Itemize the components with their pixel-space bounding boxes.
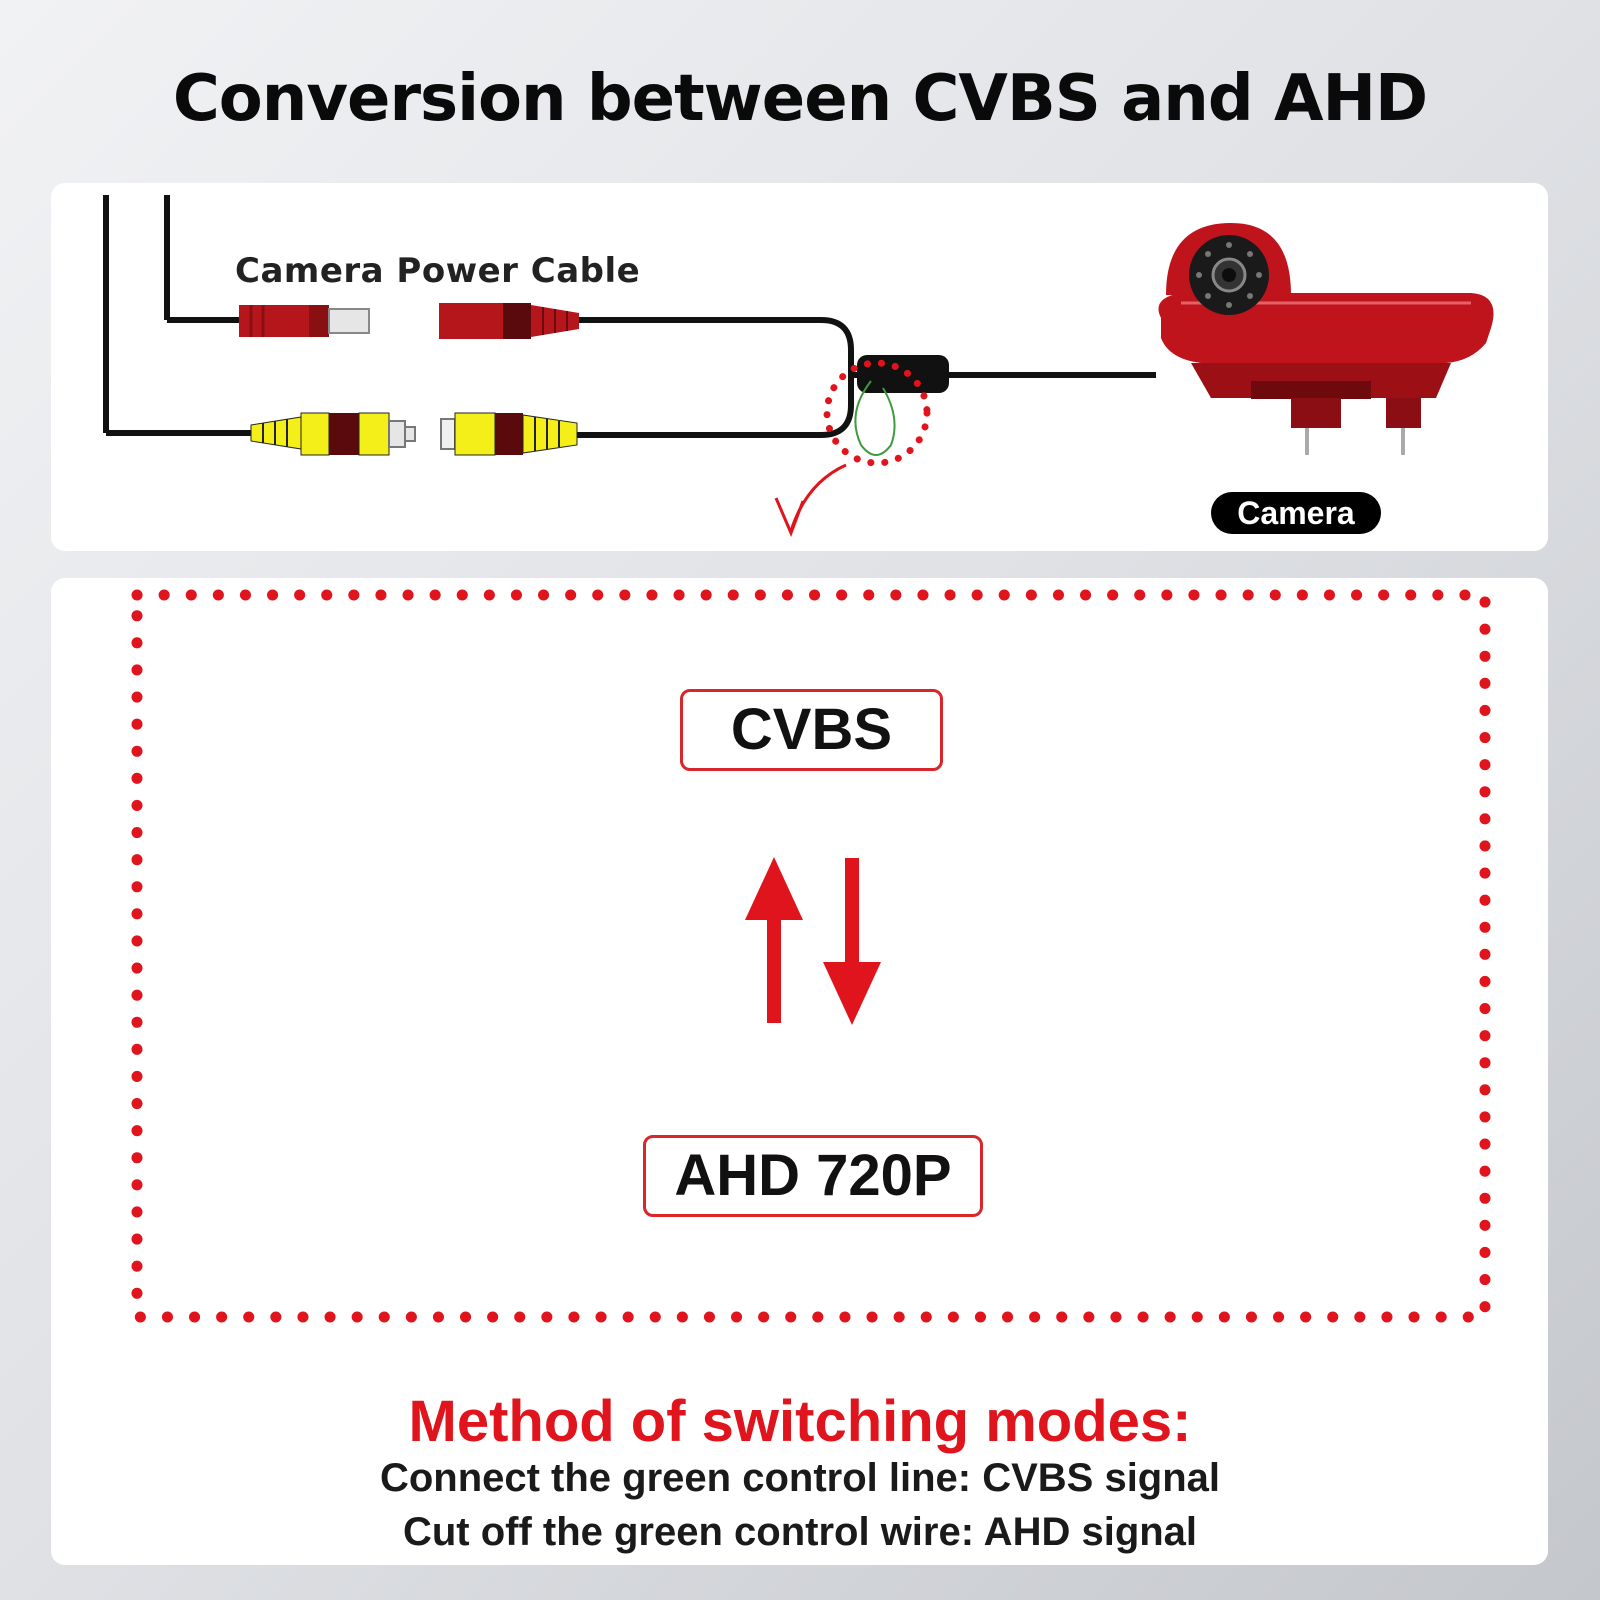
rca-connector-left xyxy=(250,412,416,456)
method-line-cut: Cut off the green control wire: AHD sign… xyxy=(402,1510,1198,1554)
camera-unit xyxy=(1158,223,1494,455)
mode-cvbs-box: CVBS xyxy=(680,689,943,771)
wiring-diagram xyxy=(103,195,1494,538)
rca-connector-right xyxy=(440,412,578,456)
power-connector-right xyxy=(439,303,579,339)
up-arrow xyxy=(745,857,803,1023)
mode-ahd-box: AHD 720P xyxy=(643,1135,983,1217)
down-arrow xyxy=(823,858,881,1025)
page-title: Conversion between CVBS and AHD xyxy=(172,62,1428,136)
camera-power-cable-label: Camera Power Cable xyxy=(235,251,641,291)
power-connector-left xyxy=(239,305,370,337)
wiring-diagram-panel: Camera Power Cable Camera xyxy=(51,183,1548,551)
camera-label-badge: Camera xyxy=(1211,492,1381,534)
green-control-line xyxy=(854,380,896,456)
method-heading: Method of switching modes: xyxy=(408,1389,1192,1454)
highlight-circle xyxy=(823,359,931,467)
method-line-connect: Connect the green control line: CVBS sig… xyxy=(379,1456,1221,1500)
